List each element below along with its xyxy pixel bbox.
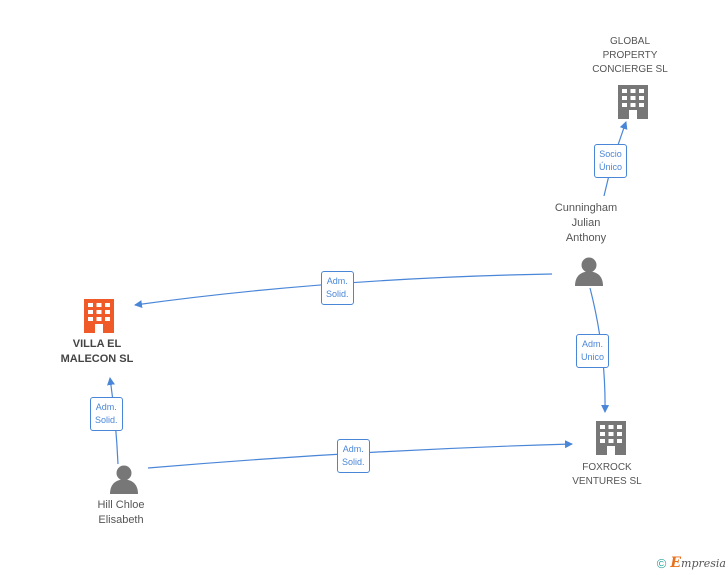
node-label-villa[interactable]: VILLA EL MALECON SL <box>60 338 134 365</box>
building-icon <box>618 85 648 119</box>
copyright-icon: © <box>656 555 667 571</box>
edge-label-adm-unico: Adm. Unico <box>576 334 610 368</box>
main-building-icon <box>84 299 114 333</box>
edge-label-adm-solid-bottom: Adm. Solid. <box>337 439 370 473</box>
node-label-foxrock: FOXROCK VENTURES SL <box>572 462 642 487</box>
edge-label-adm-solid-top: Adm. Solid. <box>321 271 354 305</box>
footer-copyright: © Empresia <box>657 555 726 571</box>
person-icon <box>110 465 138 494</box>
logo-initial: E <box>670 555 682 571</box>
person-icon <box>575 257 603 286</box>
node-label-hill: Hill Chloe Elisabeth <box>97 499 145 526</box>
empresia-logo[interactable]: Empresia <box>670 555 726 571</box>
logo-text: mpresia <box>681 557 726 570</box>
edge-label-adm-solid-left: Adm. Solid. <box>90 397 123 431</box>
edge-label-socio-unico: Socio Único <box>594 144 628 178</box>
node-label-global-property: GLOBAL PROPERTY CONCIERGE SL <box>592 36 668 75</box>
building-icon <box>596 421 626 455</box>
node-label-cunningham: Cunningham Julian Anthony <box>554 202 618 244</box>
